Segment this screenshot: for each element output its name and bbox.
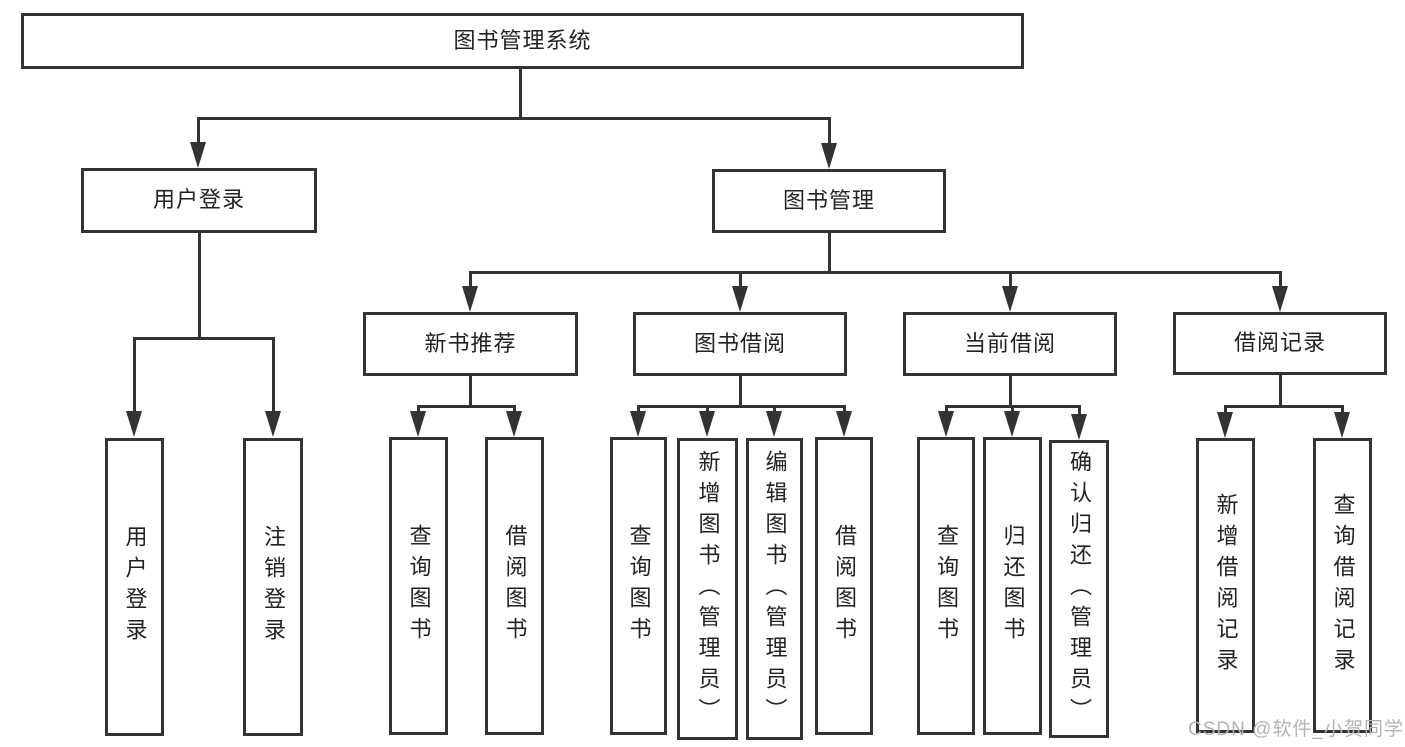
connector-line [417,406,420,413]
arrow-down-icon [836,411,852,437]
connector-line [272,338,275,412]
connector-line [197,117,831,120]
arrow-down-icon [1071,414,1087,440]
arrow-down-icon [1004,411,1020,437]
leaf-query-borrow-record: 查询借阅记录 [1313,438,1372,733]
connector-line [197,118,200,143]
node-borrowing-records: 借阅记录 [1173,312,1387,375]
connector-line [1279,375,1282,407]
connector-line [1341,406,1344,413]
leaf-user-login: 用户登录 [105,438,164,736]
connector-line [1224,405,1344,408]
arrow-down-icon [1272,286,1288,312]
node-user-login-label: 用户登录 [152,187,245,213]
connector-line [739,272,742,287]
csdn-watermark: CSDN @软件_小贺同学 [1188,719,1404,740]
node-new-book-recommend-label: 新书推荐 [424,330,517,356]
node-new-book-recommend: 新书推荐 [363,312,578,376]
connector-line [513,406,516,413]
leaf-current-query-books-label: 查询图书 [934,524,959,648]
arrow-down-icon [938,411,954,437]
connector-line [417,405,516,408]
connector-line [773,406,776,413]
arrow-down-icon [506,411,522,437]
connector-line [469,376,472,407]
connector-line [637,406,640,413]
connector-line [739,376,742,407]
leaf-edit-books-admin: 编辑图书（管理员） [746,438,803,740]
connector-line [469,272,472,287]
leaf-query-borrow-record-label: 查询借阅记录 [1330,492,1356,679]
leaf-add-borrow-record: 新增借阅记录 [1196,438,1255,733]
connector-line [1279,272,1282,287]
connector-line [843,406,846,413]
connector-line [1078,406,1081,415]
leaf-current-query-books: 查询图书 [917,437,975,735]
connector-line [469,271,1282,274]
arrow-down-icon [821,143,837,169]
node-user-login: 用户登录 [81,168,317,233]
connector-line [1009,272,1012,287]
leaf-borrow-query-books: 查询图书 [610,437,667,735]
leaf-newbook-borrow-books: 借阅图书 [485,437,544,735]
leaf-newbook-query-books-label: 查询图书 [406,524,432,648]
connector-line [828,118,831,144]
connector-line [1009,376,1012,407]
leaf-return-books: 归还图书 [983,437,1042,735]
arrow-down-icon [1334,412,1350,438]
leaf-edit-books-admin-label: 编辑图书（管理员） [762,449,788,729]
leaf-newbook-borrow-books-label: 借阅图书 [502,524,528,648]
leaf-logout: 注销登录 [243,438,303,736]
connector-line [519,69,522,119]
leaf-confirm-return-admin: 确认归还（管理员） [1049,440,1109,738]
connector-line [133,338,136,412]
connector-line [133,337,275,340]
leaf-borrow-borrow-books: 借阅图书 [815,437,873,735]
arrow-down-icon [126,411,142,437]
node-borrowing-records-label: 借阅记录 [1233,330,1326,356]
leaf-add-books-admin: 新增图书（管理员） [677,438,738,740]
connector-line [1224,406,1227,413]
leaf-confirm-return-admin-label: 确认归还（管理员） [1067,449,1092,729]
arrow-down-icon [190,142,206,168]
arrow-down-icon [265,411,281,437]
arrow-down-icon [630,411,646,437]
node-book-borrowing-label: 图书借阅 [693,330,786,356]
node-book-management: 图书管理 [712,169,946,233]
arrow-down-icon [462,286,478,312]
arrow-down-icon [699,411,715,437]
node-current-borrowing: 当前借阅 [903,312,1117,376]
connector-line [945,406,948,413]
leaf-borrow-query-books-label: 查询图书 [626,524,652,648]
connector-line [1011,406,1014,413]
arrow-down-icon [732,286,748,312]
leaf-logout-label: 注销登录 [261,525,286,649]
arrow-down-icon [410,411,426,437]
arrow-down-icon [1002,286,1018,312]
leaf-newbook-query-books: 查询图书 [389,437,448,735]
connector-line [706,406,709,413]
leaf-add-books-admin-label: 新增图书（管理员） [695,449,721,729]
node-root-label: 图书管理系统 [453,27,592,53]
node-book-management-label: 图书管理 [782,187,875,213]
arrow-down-icon [766,411,782,437]
connector-line [828,233,831,274]
node-root: 图书管理系统 [21,13,1024,69]
connector-line [637,405,846,408]
leaf-return-books-label: 归还图书 [1000,524,1026,648]
leaf-add-borrow-record-label: 新增借阅记录 [1213,492,1239,679]
node-current-borrowing-label: 当前借阅 [963,330,1056,356]
leaf-user-login-label: 用户登录 [122,525,148,649]
leaf-borrow-borrow-books-label: 借阅图书 [832,524,857,648]
node-book-borrowing: 图书借阅 [633,312,847,376]
connector-line [198,233,201,340]
arrow-down-icon [1217,412,1233,438]
